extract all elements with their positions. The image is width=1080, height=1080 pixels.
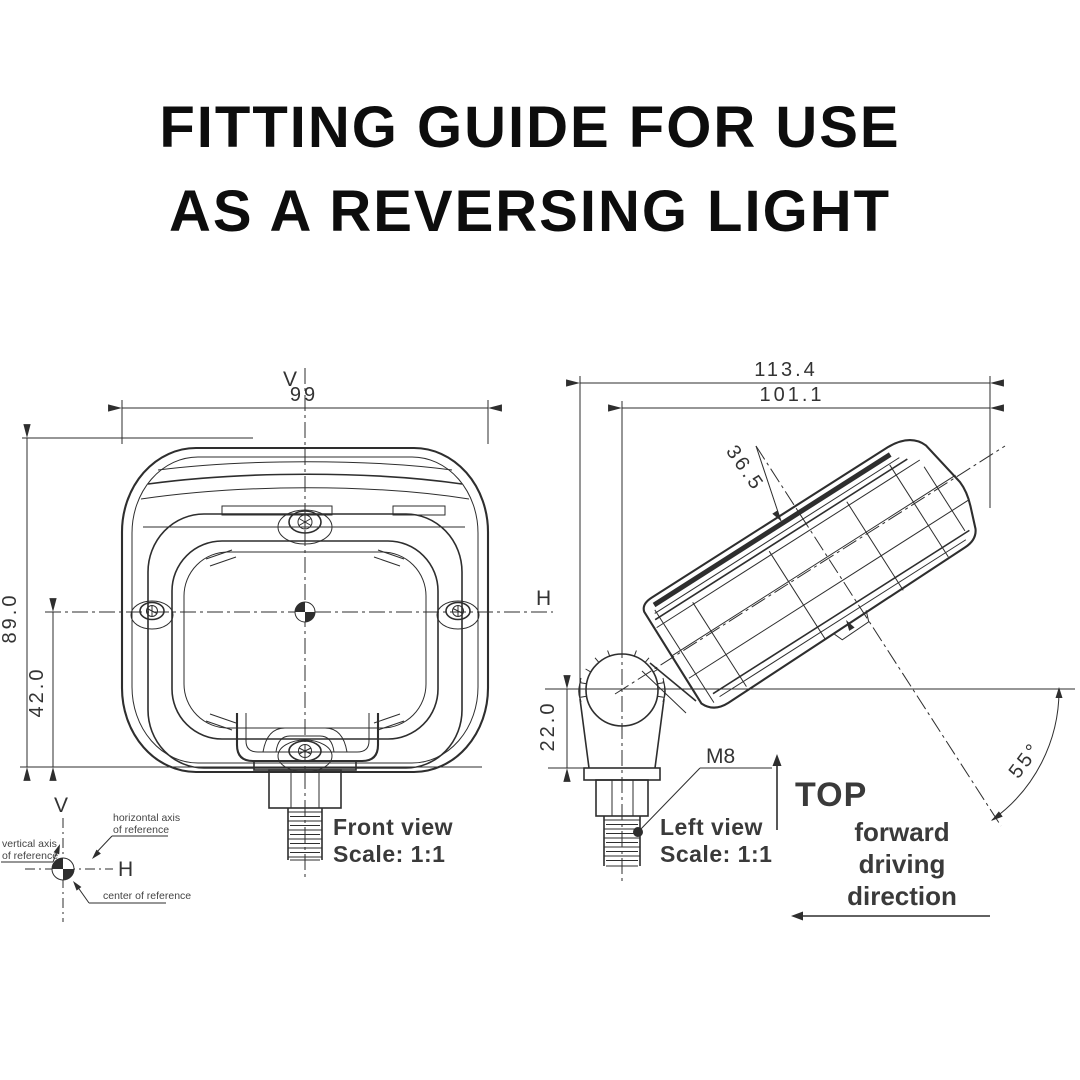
front-mounting-bracket <box>235 713 380 861</box>
front-screw-left <box>130 600 174 630</box>
reference-legend: V H vertical axis of reference horizonta… <box>1 794 191 922</box>
dim-101-label: 101.1 <box>759 384 824 406</box>
svg-text:direction: direction <box>847 881 957 911</box>
dim-42-label: 42.0 <box>26 667 48 718</box>
legend-h-label: H <box>118 858 133 881</box>
lamp-bottom-tab <box>833 610 870 641</box>
up-arrow-icon <box>772 754 782 766</box>
svg-text:of reference: of reference <box>2 850 58 862</box>
thread-callout: M8 <box>633 745 772 837</box>
left-bolt-thread <box>603 816 641 867</box>
svg-text:vertical axis: vertical axis <box>2 838 57 850</box>
svg-text:center of reference: center of reference <box>103 890 191 902</box>
knuckle-joint <box>578 648 697 727</box>
left-view-scale: Scale: 1:1 <box>660 841 772 867</box>
front-dim-height: 89.0 <box>0 424 482 781</box>
dim-113-label: 113.4 <box>754 359 818 381</box>
dim-89-label: 89.0 <box>0 593 21 644</box>
left-nut <box>595 779 649 817</box>
dim-99-label: 99 <box>290 384 318 406</box>
lamp-length-axis <box>614 445 1006 695</box>
front-center-mark <box>294 601 316 623</box>
front-dim-center-height: 42.0 <box>26 598 57 781</box>
dim-55-label: 55° <box>1005 738 1046 783</box>
front-view-scale: Scale: 1:1 <box>333 841 445 867</box>
front-axis-v-label: V <box>283 368 297 391</box>
left-dim-thickness: 36.5 <box>721 441 855 631</box>
legend-v-label: V <box>54 794 68 817</box>
front-lens-outer <box>171 540 439 740</box>
top-direction-annotation: TOP <box>772 754 867 830</box>
bezel-tab-left <box>221 505 333 516</box>
left-lamp-body <box>642 439 977 709</box>
svg-text:horizontal axis: horizontal axis <box>113 812 180 824</box>
front-screw-top <box>277 509 333 545</box>
dim-36-label: 36.5 <box>721 441 768 495</box>
top-label: TOP <box>795 776 867 814</box>
optical-axis <box>755 445 1002 827</box>
front-view-drawing: 99 89.0 42.0 V H Front view Scale: 1:1 <box>0 368 553 880</box>
left-arrow-icon <box>791 911 803 921</box>
thread-label: M8 <box>706 745 735 768</box>
front-dim-width: 99 <box>108 384 502 444</box>
left-dim-body-length: 101.1 <box>608 384 1004 645</box>
front-nut <box>268 769 342 809</box>
title-line-2: AS A REVERSING LIGHT <box>169 179 891 244</box>
lamp-fin-band <box>652 452 892 608</box>
left-dim-overall-length: 113.4 <box>566 359 1004 700</box>
legend-center-symbol <box>51 857 75 881</box>
left-mounting-bracket <box>578 680 666 867</box>
legend-center-note: center of reference <box>73 881 191 904</box>
svg-text:driving: driving <box>859 849 946 879</box>
legend-vertical-axis-note: vertical axis of reference <box>1 838 60 863</box>
left-view-drawing: 113.4 101.1 36.5 22.0 55° <box>537 359 1075 921</box>
front-lamp-body <box>120 446 490 774</box>
front-screw-right <box>436 600 480 630</box>
front-view-label: Front view <box>333 814 453 840</box>
front-axis-h-label: H <box>536 587 551 610</box>
knuckle-serrations <box>580 648 664 698</box>
page-title: FITTING GUIDE FOR USE AS A REVERSING LIG… <box>159 95 900 244</box>
left-dim-angle: 55° <box>991 687 1063 821</box>
front-bolt-thread <box>287 808 323 861</box>
bezel-tab-right <box>392 505 446 516</box>
left-dim-bracket-height: 22.0 <box>537 675 592 782</box>
dim-22-label: 22.0 <box>537 701 559 752</box>
forward-driving-direction-annotation: forward driving direction <box>791 817 990 921</box>
left-view-label: Left view <box>660 814 763 840</box>
legend-horizontal-axis-note: horizontal axis of reference <box>92 812 180 859</box>
title-line-1: FITTING GUIDE FOR USE <box>159 95 900 160</box>
svg-text:forward: forward <box>854 817 949 847</box>
svg-text:of reference: of reference <box>113 824 169 836</box>
